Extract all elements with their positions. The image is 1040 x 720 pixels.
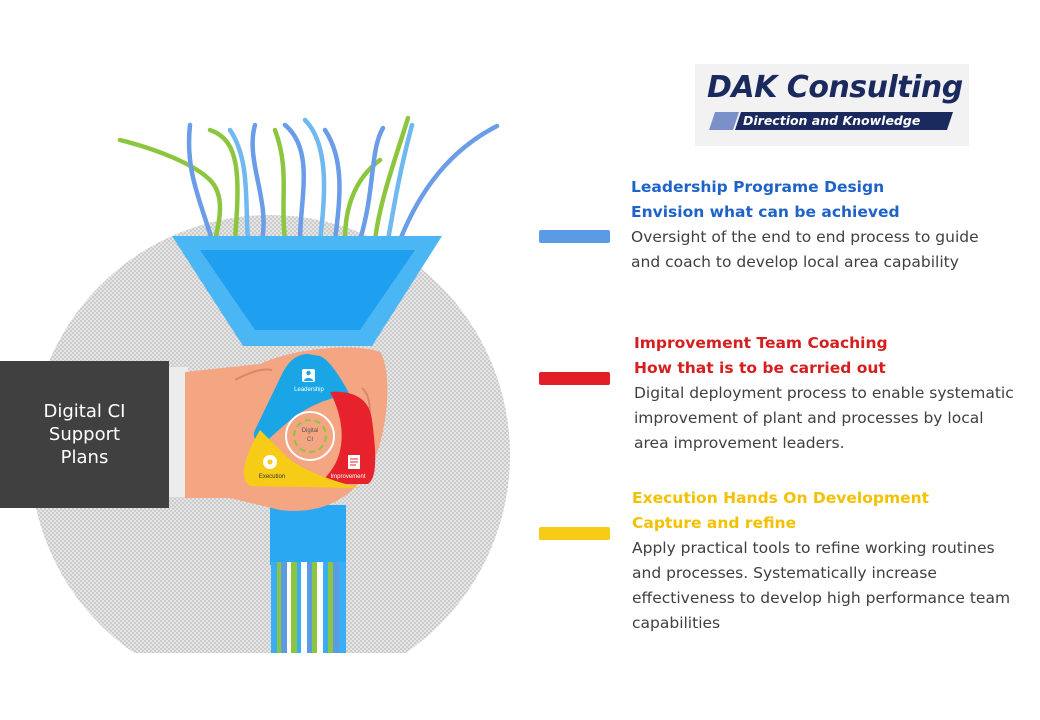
cycle-segment-execution: [243, 430, 360, 488]
section-body: Apply practical tools to refine working …: [632, 539, 1011, 632]
side-label-box: Digital CI Support Plans: [0, 361, 169, 508]
section-heading: Improvement Team Coaching: [634, 334, 888, 352]
cycle-segment-improvement: [318, 391, 376, 484]
funnel-illustration: Digital CI Leadership Execution Improvem…: [30, 115, 510, 653]
section-subheading: How that is to be carried out: [634, 359, 886, 377]
cycle-label-execution: Execution: [259, 474, 285, 480]
svg-text:CI: CI: [307, 437, 313, 443]
section-body: Digital deployment process to enable sys…: [634, 384, 1014, 452]
side-label-line: Support: [48, 424, 121, 445]
section-heading: Execution Hands On Development: [632, 489, 930, 507]
logo-banner: [709, 112, 953, 130]
execution-marker: [539, 527, 610, 540]
cycle-label-leadership: Leadership: [294, 387, 324, 393]
section-heading: Leadership Programe Design: [631, 178, 885, 196]
document-icon: [348, 455, 360, 469]
section-body: Oversight of the end to end process to g…: [631, 228, 979, 271]
person-icon: [302, 369, 315, 382]
cycle-label-improvement: Improvement: [330, 474, 365, 480]
leadership-section: Leadership Programe Design Envision what…: [631, 175, 979, 275]
logo-tagline: Direction and Knowledge: [743, 113, 921, 128]
section-subheading: Capture and refine: [632, 514, 797, 532]
improvement-section: Improvement Team Coaching How that is to…: [634, 331, 1014, 456]
execution-section: Execution Hands On Development Capture a…: [632, 486, 1010, 636]
side-label-line: Plans: [60, 447, 109, 468]
company-logo: DAK Consulting Direction and Knowledge: [695, 64, 969, 146]
cycle-segment-leadership: [253, 354, 350, 442]
side-label-line: Digital CI: [43, 401, 126, 422]
leadership-marker: [539, 230, 610, 243]
section-subheading: Envision what can be achieved: [631, 203, 900, 221]
output-strips: [271, 562, 346, 653]
logo-company-name: DAK Consulting: [707, 70, 963, 105]
gear-icon: [263, 455, 277, 469]
input-strings: [117, 115, 500, 243]
improvement-marker: [539, 372, 610, 385]
cycle-center-label: Digital: [302, 428, 319, 434]
cycle-diagram: Digital CI Leadership Execution Improvem…: [243, 354, 376, 488]
